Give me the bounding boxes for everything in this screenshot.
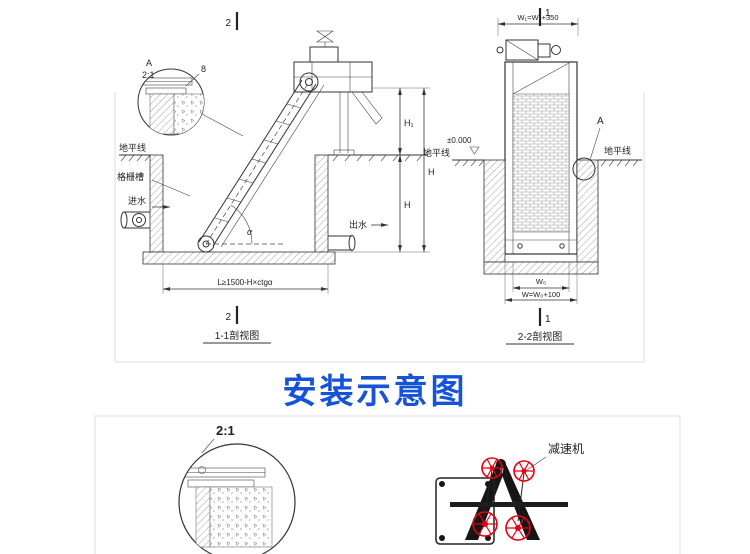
outlet: 出水	[328, 219, 389, 251]
cross-bar	[450, 502, 568, 507]
ground-label: 地平线	[119, 142, 146, 153]
machine-front	[496, 39, 584, 263]
support-column	[339, 92, 349, 153]
dim-length: L≥1500-H×ctgα	[162, 264, 329, 294]
detail-2-1: 2:1	[178, 423, 296, 554]
section-mark-top-label: 1	[545, 8, 551, 19]
ground-label-left: 地平线	[423, 147, 450, 158]
ground-line-left: 地平线	[119, 142, 151, 162]
detail-a-label: A	[597, 116, 604, 127]
ground-right: 地平线	[598, 145, 642, 167]
detail-a-label: A	[146, 58, 152, 68]
outlet-label: 出水	[349, 219, 367, 230]
installation-drawing-panel: 2 2 A 2:1 8 地平线	[114, 8, 645, 363]
bar-screen-machine: α	[197, 30, 383, 253]
leader-line	[201, 113, 244, 137]
caption-1-1: 1-1剖视图	[215, 329, 259, 342]
motor-symbol	[316, 30, 334, 47]
base-plate	[498, 253, 584, 263]
dim-bottom-widths: W₀ W=W₀+100	[504, 262, 578, 304]
dim-heights: H₁ H H	[328, 87, 435, 253]
leader-line	[151, 179, 191, 197]
screen-rungs	[214, 103, 302, 223]
leader-line	[201, 438, 215, 454]
inlet-pipe	[132, 213, 146, 227]
dim-h-label: H	[404, 200, 411, 210]
outlet-pipe	[348, 235, 356, 251]
dim-top-width: W₁=W₀+350	[497, 13, 579, 36]
channel-pit	[142, 154, 336, 265]
inlet: 进水	[120, 195, 171, 229]
detail-drawing-panel: 2:1 减速机	[94, 415, 681, 554]
dim-length-label: L≥1500-H×ctgα	[217, 278, 272, 287]
motor	[309, 46, 339, 63]
level-label: ±0.000	[447, 136, 472, 145]
inlet-label: 进水	[128, 195, 146, 206]
detail-a-scale: 2:1	[142, 70, 155, 80]
section-view-1-1: 2 2 A 2:1 8 地平线	[117, 12, 435, 344]
section-mark-top-label: 2	[225, 18, 231, 29]
drive-head	[293, 30, 383, 156]
leader-line	[589, 127, 601, 161]
level-symbol	[469, 146, 480, 155]
panel-border	[94, 415, 681, 554]
housing-plate	[435, 477, 495, 545]
section-view-2-2: 1 1 W₁=W₀+350	[423, 8, 642, 345]
ground-line-right	[328, 154, 428, 162]
dim-w0-label: W₀	[536, 277, 546, 286]
reducer-label: 减速机	[548, 442, 584, 456]
sprocket-wheel	[472, 511, 498, 537]
sprocket-wheel	[505, 515, 531, 541]
section-mark-bottom-label: 2	[225, 312, 231, 323]
ground-label-right: 地平线	[604, 145, 631, 156]
leader-line	[185, 73, 200, 87]
section-mark-bottom-label: 1	[545, 314, 551, 325]
screen-mesh	[512, 93, 570, 233]
detail-scale-label: 2:1	[216, 423, 235, 438]
discharge-chute	[351, 91, 383, 125]
panel-border	[114, 92, 645, 363]
angle-arc	[230, 204, 253, 245]
sprocket-wheels	[472, 457, 535, 541]
dim-h1-label: H₁	[404, 118, 414, 128]
detail-a-marker: A	[572, 116, 604, 181]
pit-front	[483, 159, 599, 275]
angle-label: α	[247, 227, 253, 237]
channel-label: 格栅槽	[117, 171, 144, 182]
upper-sprocket	[299, 72, 319, 92]
detail-a-content	[139, 77, 204, 135]
leader-line	[523, 456, 547, 473]
detail-a-ref: 8	[201, 64, 206, 74]
detail-circle-a: A 2:1 8	[137, 58, 244, 137]
detail-circle	[178, 443, 296, 554]
center-line	[205, 81, 310, 245]
ground-left: 地平线 ±0.000	[423, 136, 485, 167]
detail-content	[179, 466, 273, 548]
dim-w1-label: W₁=W₀+350	[517, 13, 558, 22]
sprocket-wheel	[513, 460, 535, 482]
dim-h-total-label: H	[428, 167, 435, 177]
drive-mechanism: 减速机	[435, 442, 584, 545]
page-title: 安装示意图	[282, 373, 468, 411]
sprocket-wheel	[481, 457, 503, 479]
caption-2-2: 2-2剖视图	[518, 330, 562, 343]
dim-w-label: W=W₀+100	[522, 290, 561, 299]
